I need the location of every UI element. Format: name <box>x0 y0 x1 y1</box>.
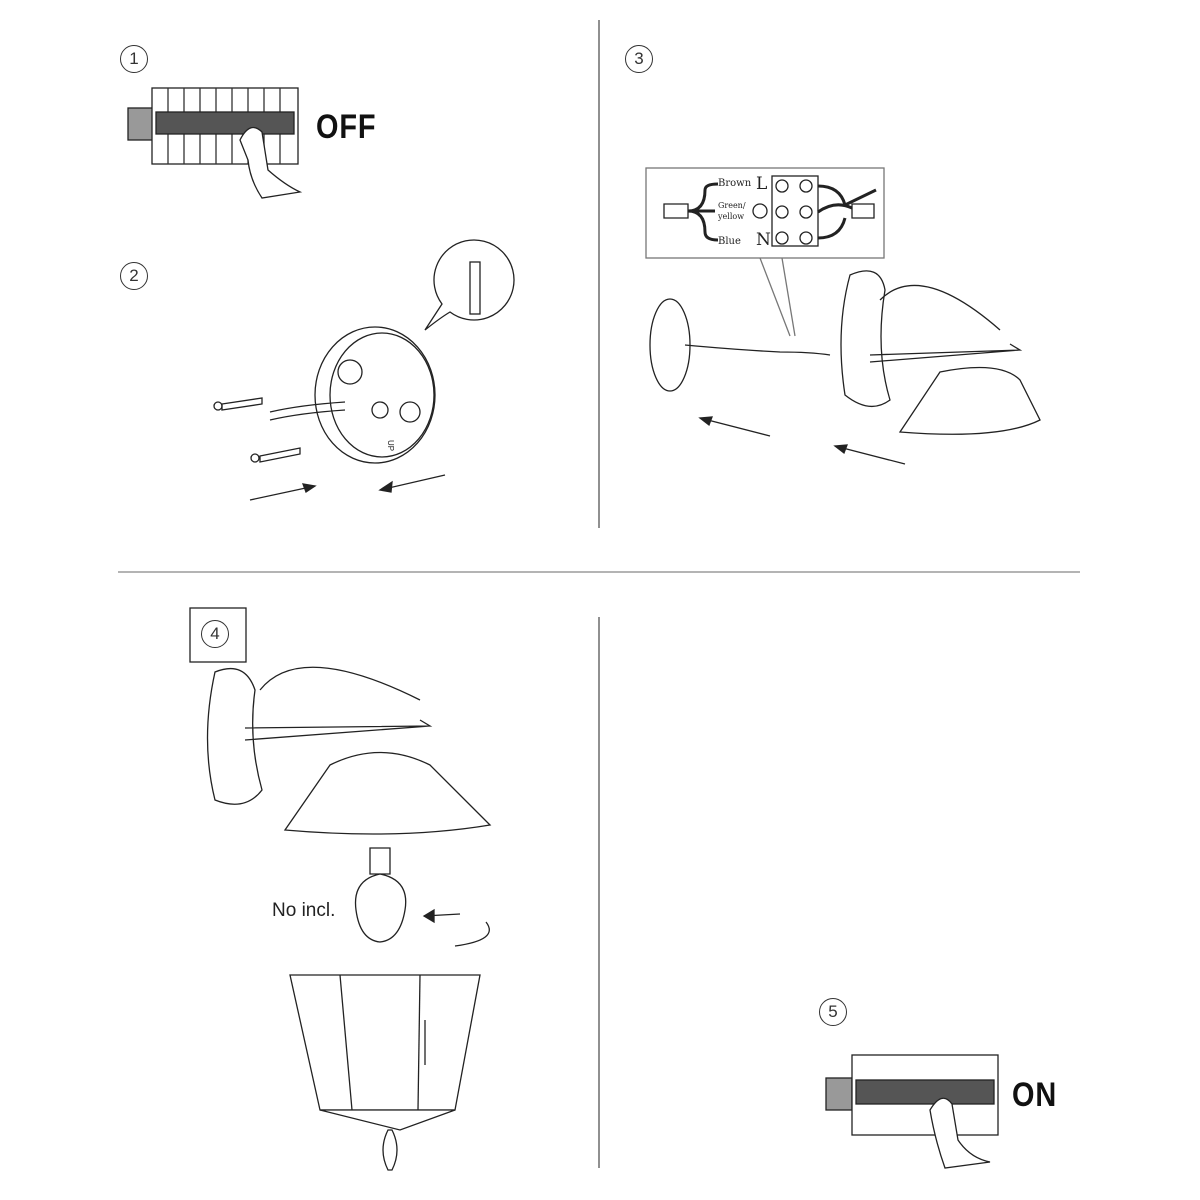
wire-label-brown: Brown <box>718 178 752 189</box>
lamp-assembly <box>189 607 492 1171</box>
wire-label-green: Green/ <box>718 201 746 210</box>
terminal-neutral-label: N <box>756 230 771 250</box>
wall-plate-mounting <box>213 239 515 501</box>
step-number-5: 5 <box>819 998 847 1026</box>
on-label: ON <box>1012 1076 1058 1114</box>
step-number-2: 2 <box>120 262 148 290</box>
wiring-diagram <box>645 167 1041 465</box>
wire-label-yellow: yellow <box>718 212 745 221</box>
terminal-live-label: L <box>756 174 768 194</box>
step-number-1: 1 <box>120 45 148 73</box>
plate-up-mark: UP <box>386 440 395 452</box>
wire-label-green-yellow: Green/yellow <box>718 200 746 222</box>
breaker-panel-on <box>825 1054 999 1169</box>
off-label: OFF <box>316 108 377 146</box>
breaker-panel-off <box>127 87 303 199</box>
step-number-4: 4 <box>201 620 229 648</box>
bulb-not-included-note: No incl. <box>272 900 336 921</box>
wire-label-blue: Blue <box>718 236 741 247</box>
step-number-3: 3 <box>625 45 653 73</box>
